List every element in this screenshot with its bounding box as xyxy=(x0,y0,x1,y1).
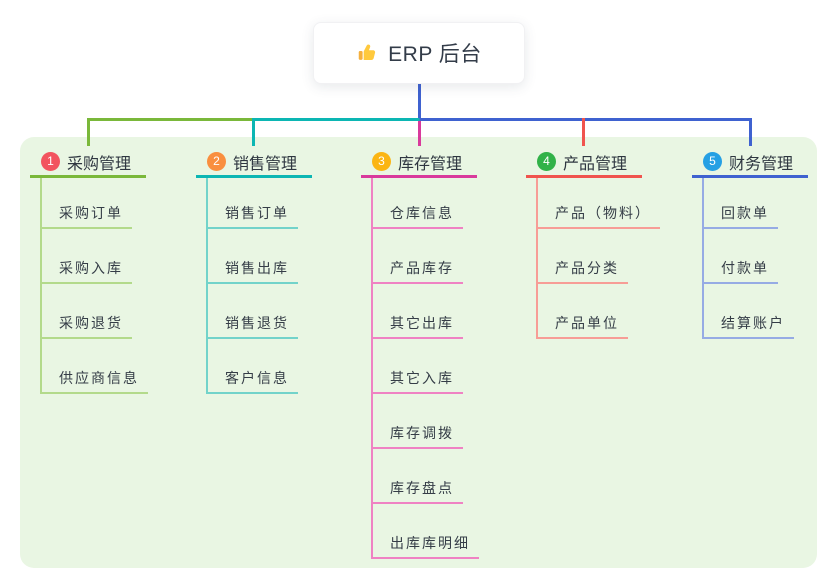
child-node[interactable]: 出库库明细 xyxy=(373,504,479,559)
branch-number-badge: 1 xyxy=(41,152,60,171)
root-node-label: ERP 后台 xyxy=(388,43,482,66)
child-node[interactable]: 销售订单 xyxy=(208,178,298,229)
branch-title[interactable]: 4 产品管理 xyxy=(526,148,642,178)
branch-number-badge: 4 xyxy=(537,152,556,171)
child-node[interactable]: 采购入库 xyxy=(42,229,132,284)
branch-children: 产品（物料） 产品分类 产品单位 xyxy=(536,178,660,339)
child-node[interactable]: 销售退货 xyxy=(208,284,298,339)
branch-children: 回款单 付款单 结算账户 xyxy=(702,178,794,339)
child-node[interactable]: 采购订单 xyxy=(42,178,132,229)
root-node[interactable]: ERP 后台 xyxy=(313,22,525,84)
branch-title[interactable]: 1 采购管理 xyxy=(30,148,146,178)
branch-title-label: 产品管理 xyxy=(563,155,628,173)
child-node[interactable]: 供应商信息 xyxy=(42,339,148,394)
child-node[interactable]: 产品库存 xyxy=(373,229,463,284)
branch-title-label: 采购管理 xyxy=(67,155,132,173)
child-node[interactable]: 产品分类 xyxy=(538,229,628,284)
branch-finance: 5 财务管理 回款单 付款单 结算账户 xyxy=(692,148,808,339)
child-node[interactable]: 库存调拨 xyxy=(373,394,463,449)
child-node[interactable]: 结算账户 xyxy=(704,284,794,339)
branch-title[interactable]: 3 库存管理 xyxy=(361,148,477,178)
child-node[interactable]: 销售出库 xyxy=(208,229,298,284)
branch-number-badge: 5 xyxy=(703,152,722,171)
child-node[interactable]: 仓库信息 xyxy=(373,178,463,229)
branch-children: 销售订单 销售出库 销售退货 客户信息 xyxy=(206,178,298,394)
child-node[interactable]: 客户信息 xyxy=(208,339,298,394)
branch-products: 4 产品管理 产品（物料） 产品分类 产品单位 xyxy=(526,148,660,339)
child-node[interactable]: 回款单 xyxy=(704,178,778,229)
branch-title-label: 财务管理 xyxy=(729,155,794,173)
child-node[interactable]: 采购退货 xyxy=(42,284,132,339)
branch-children: 采购订单 采购入库 采购退货 供应商信息 xyxy=(40,178,148,394)
thumbs-up-icon xyxy=(356,42,378,64)
child-node[interactable]: 付款单 xyxy=(704,229,778,284)
child-node[interactable]: 其它出库 xyxy=(373,284,463,339)
child-node[interactable]: 产品单位 xyxy=(538,284,628,339)
branch-title[interactable]: 2 销售管理 xyxy=(196,148,312,178)
branch-number-badge: 2 xyxy=(207,152,226,171)
branch-title-label: 销售管理 xyxy=(233,155,298,173)
branch-title[interactable]: 5 财务管理 xyxy=(692,148,808,178)
branch-inventory: 3 库存管理 仓库信息 产品库存 其它出库 其它入库 库存调拨 库存盘点 出库库… xyxy=(361,148,479,559)
child-node[interactable]: 其它入库 xyxy=(373,339,463,394)
branch-sales: 2 销售管理 销售订单 销售出库 销售退货 客户信息 xyxy=(196,148,312,394)
child-node[interactable]: 库存盘点 xyxy=(373,449,463,504)
branch-procurement: 1 采购管理 采购订单 采购入库 采购退货 供应商信息 xyxy=(30,148,148,394)
branch-children: 仓库信息 产品库存 其它出库 其它入库 库存调拨 库存盘点 出库库明细 xyxy=(371,178,479,559)
branch-number-badge: 3 xyxy=(372,152,391,171)
child-node[interactable]: 产品（物料） xyxy=(538,178,660,229)
branches-panel xyxy=(20,137,817,568)
branch-title-label: 库存管理 xyxy=(398,155,463,173)
